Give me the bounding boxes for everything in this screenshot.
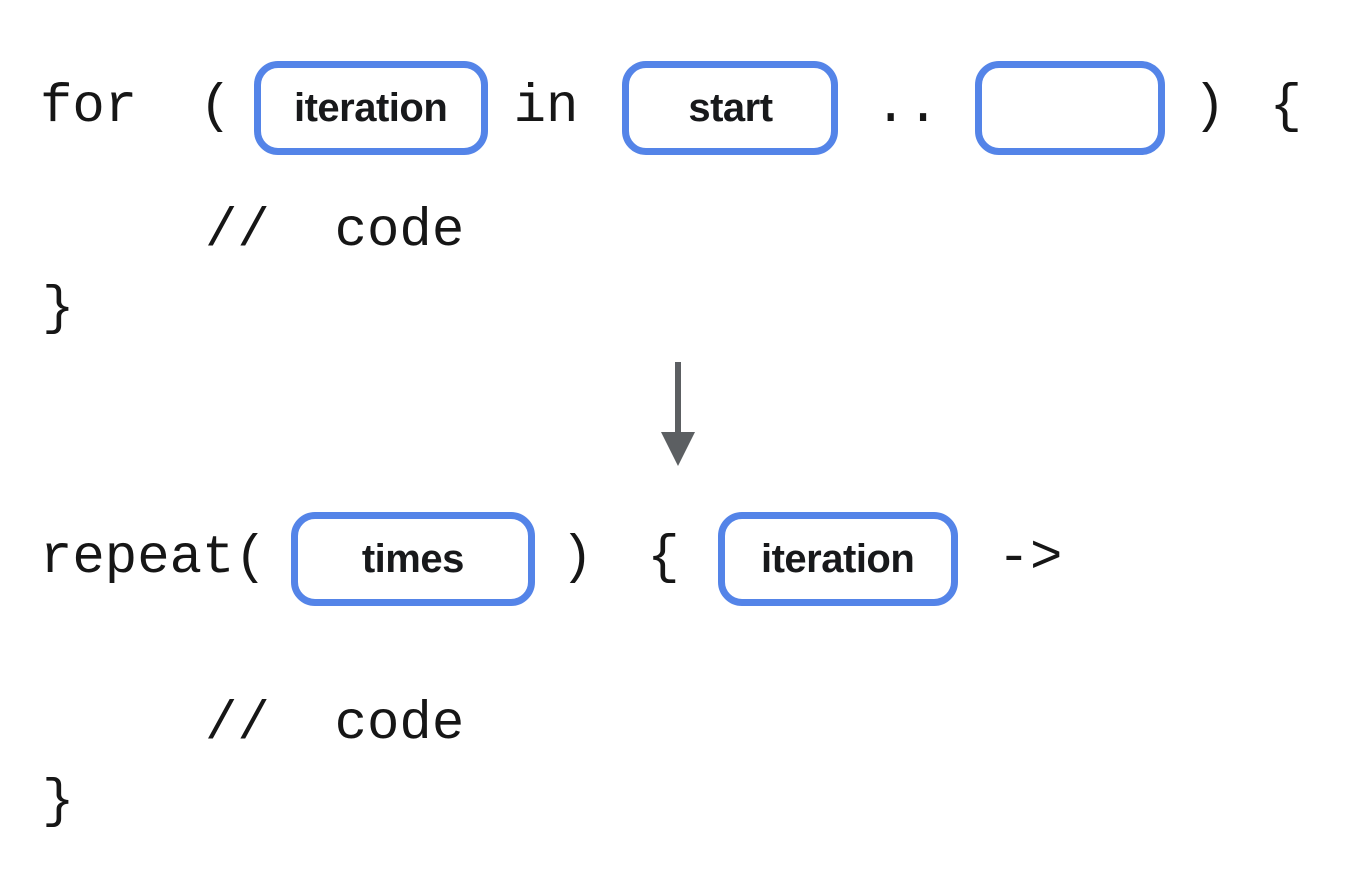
slot-iteration: iteration bbox=[253, 61, 488, 155]
range-operator: .. bbox=[874, 77, 940, 138]
down-arrow-icon bbox=[675, 362, 681, 436]
comment-line: // code bbox=[205, 698, 464, 752]
slot-end bbox=[975, 61, 1166, 155]
for-loop-header-line: for ( iteration in start .. ) { bbox=[40, 60, 1302, 156]
close-paren: ) bbox=[560, 528, 594, 589]
closing-brace-line: } bbox=[42, 773, 74, 833]
close-brace: } bbox=[42, 772, 75, 833]
transform-arrow bbox=[652, 362, 704, 466]
close-paren: ) bbox=[1193, 77, 1226, 138]
open-paren: ( bbox=[199, 77, 232, 138]
keyword-repeat-open-paren: repeat( bbox=[40, 528, 267, 589]
slot-iteration: iteration bbox=[717, 512, 958, 606]
slot-start: start bbox=[622, 61, 839, 155]
slot-times: times bbox=[290, 512, 535, 606]
open-brace: { bbox=[647, 528, 680, 589]
open-brace: { bbox=[1269, 77, 1303, 138]
closing-brace-line: } bbox=[42, 280, 74, 340]
down-arrow-head bbox=[661, 432, 695, 466]
lambda-arrow-operator: -> bbox=[997, 528, 1063, 589]
keyword-in: in bbox=[513, 77, 579, 138]
keyword-for: for bbox=[40, 77, 138, 138]
comment-text: // code bbox=[205, 694, 465, 755]
comment-text: // code bbox=[205, 201, 465, 262]
repeat-header-line: repeat( times ) { iteration -> bbox=[40, 509, 1062, 609]
close-brace: } bbox=[42, 279, 75, 340]
comment-line: // code bbox=[205, 205, 464, 259]
